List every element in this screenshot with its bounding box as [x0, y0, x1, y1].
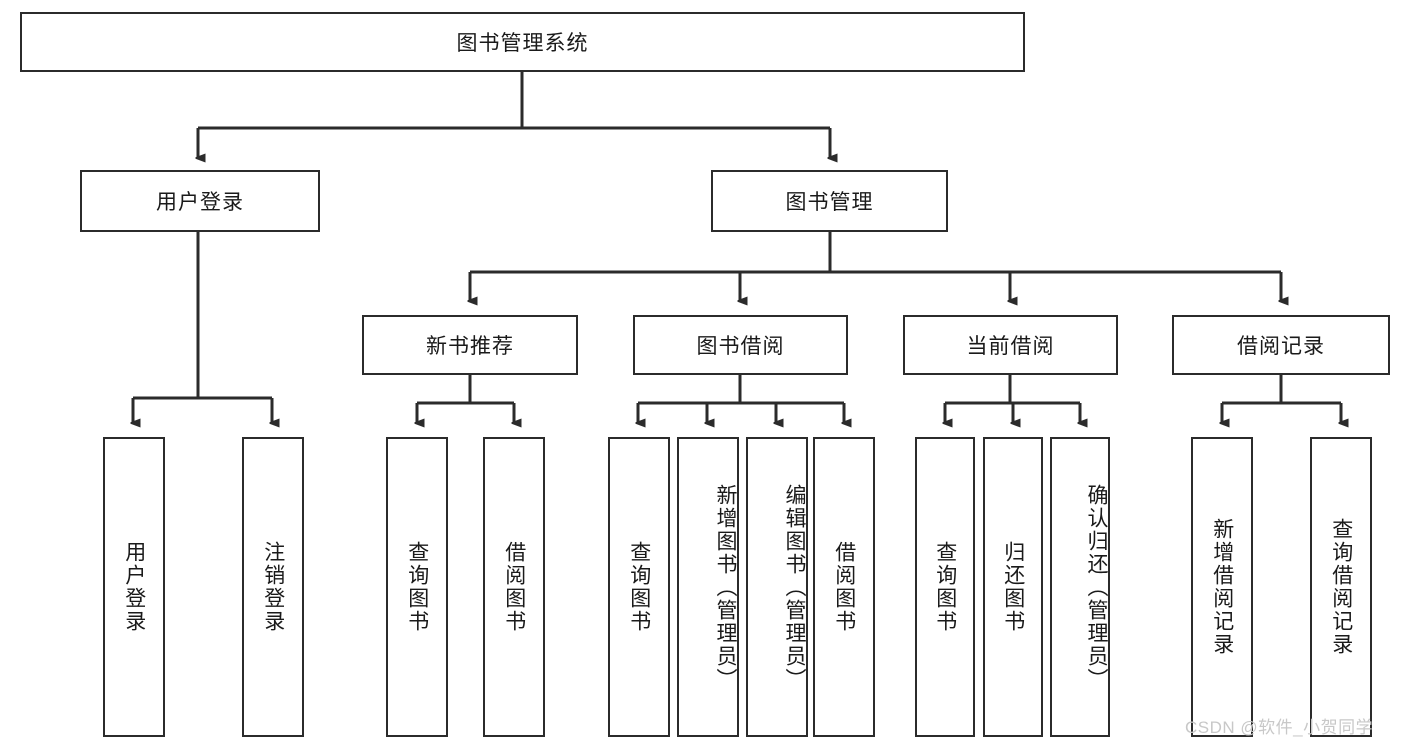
leaf-record-add-record[interactable]: 新增借阅记录: [1191, 437, 1253, 737]
leaf-current-query-book[interactable]: 查询图书: [915, 437, 975, 737]
leaf-recommend-borrow-book[interactable]: 借阅图书: [483, 437, 545, 737]
leaf-borrow-add-book-admin[interactable]: 新增图书（管理员）: [677, 437, 739, 737]
leaf-current-confirm-return-admin[interactable]: 确认归还（管理员）: [1050, 437, 1110, 737]
leaf-recommend-query-book[interactable]: 查询图书: [386, 437, 448, 737]
node-book-borrow[interactable]: 图书借阅: [633, 315, 848, 375]
leaf-current-return-book[interactable]: 归还图书: [983, 437, 1043, 737]
node-root-system[interactable]: 图书管理系统: [20, 12, 1025, 72]
leaf-record-query-record[interactable]: 查询借阅记录: [1310, 437, 1372, 737]
node-user-login[interactable]: 用户登录: [80, 170, 320, 232]
leaf-user-login-signout[interactable]: 注销登录: [242, 437, 304, 737]
node-book-management[interactable]: 图书管理: [711, 170, 948, 232]
node-borrow-record[interactable]: 借阅记录: [1172, 315, 1390, 375]
leaf-borrow-borrow-book[interactable]: 借阅图书: [813, 437, 875, 737]
node-new-book-recommend[interactable]: 新书推荐: [362, 315, 578, 375]
leaf-borrow-edit-book-admin[interactable]: 编辑图书（管理员）: [746, 437, 808, 737]
leaf-user-login-signin[interactable]: 用户登录: [103, 437, 165, 737]
csdn-watermark: CSDN @软件_小贺同学: [1185, 718, 1374, 737]
leaf-borrow-query-book[interactable]: 查询图书: [608, 437, 670, 737]
node-current-borrow[interactable]: 当前借阅: [903, 315, 1118, 375]
